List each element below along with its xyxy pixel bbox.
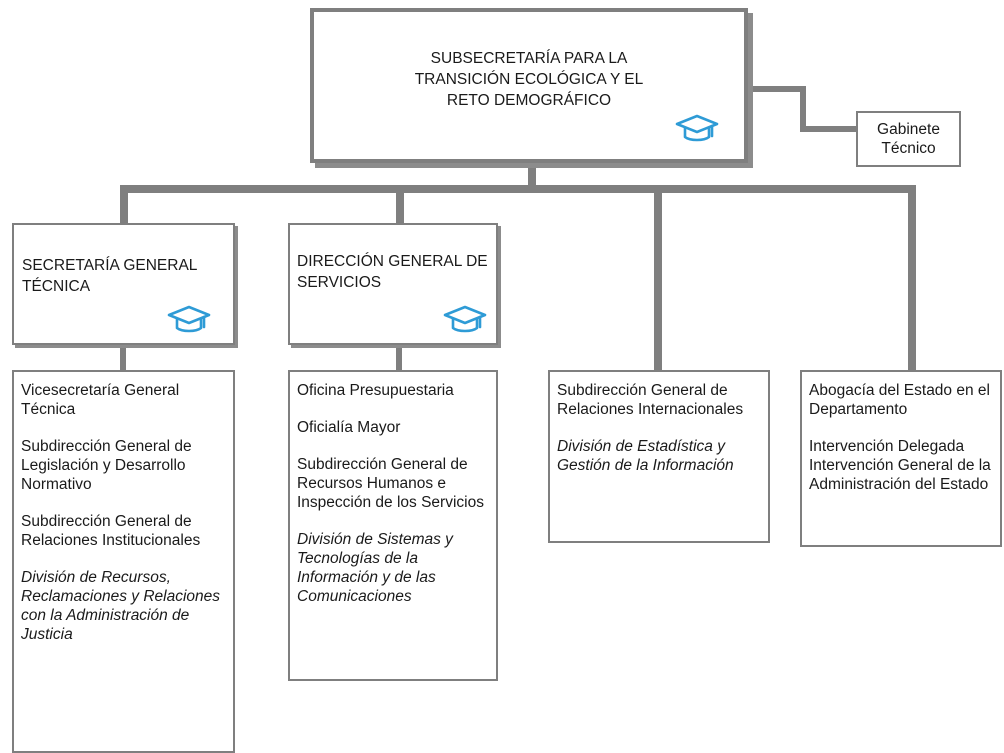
graduation-cap-icon <box>442 303 488 337</box>
unit-item: División de Recursos, Reclamaciones y Re… <box>21 569 221 643</box>
unit-item: Abogacía del Estado en el Departamento <box>809 382 990 418</box>
unit-item: Oficina Presupuestaria <box>297 382 454 399</box>
root-unit-title: SUBSECRETARÍA PARA LA TRANSICIÓN ECOLÓGI… <box>414 50 644 109</box>
connector-to-sgt <box>120 185 128 223</box>
unit-item: Intervención Delegada Intervención Gener… <box>809 438 991 493</box>
connector-horizontal-bus <box>120 185 916 193</box>
gabinete-label-line2: Técnico <box>881 140 936 157</box>
connector-to-sgri <box>654 185 662 370</box>
connector-to-abogacia <box>908 185 916 370</box>
connector-root-to-gabinete-2 <box>800 86 806 132</box>
root-unit-box: SUBSECRETARÍA PARA LA TRANSICIÓN ECOLÓGI… <box>310 8 748 163</box>
graduation-cap-icon <box>166 303 212 337</box>
unit-item: Subdirección General de Relaciones Insti… <box>21 513 201 549</box>
connector-to-dgs <box>396 185 404 223</box>
connector-dgs-to-list <box>396 345 402 370</box>
graduation-cap-icon <box>674 112 720 146</box>
unit-item: Subdirección General de Recursos Humanos… <box>297 456 484 511</box>
sgt-title: SECRETARÍA GENERAL TÉCNICA <box>22 257 197 295</box>
unit-item: Subdirección General de Legislación y De… <box>21 438 192 493</box>
connector-root-to-bus <box>528 163 536 189</box>
dgs-title: DIRECCIÓN GENERAL DE SERVICIOS <box>297 253 488 291</box>
unit-item: Vicesecretaría General Técnica <box>21 382 180 418</box>
unit-item: Subdirección General de Relaciones Inter… <box>557 382 744 418</box>
unit-item: División de Estadística y Gestión de la … <box>557 438 734 474</box>
unit-item: División de Sistemas y Tecnologías de la… <box>297 531 453 605</box>
gabinete-tecnico-box: Gabinete Técnico <box>856 111 961 167</box>
gabinete-label-line1: Gabinete <box>877 121 940 138</box>
sgri-units-list: Subdirección General de Relaciones Inter… <box>548 370 770 543</box>
direccion-general-servicios-box: DIRECCIÓN GENERAL DE SERVICIOS <box>288 223 498 345</box>
secretaria-general-tecnica-box: SECRETARÍA GENERAL TÉCNICA <box>12 223 235 345</box>
connector-root-to-gabinete-1 <box>748 86 806 92</box>
unit-item: Oficialía Mayor <box>297 419 401 436</box>
connector-sgt-to-list <box>120 345 126 370</box>
connector-root-to-gabinete-3 <box>800 126 856 132</box>
